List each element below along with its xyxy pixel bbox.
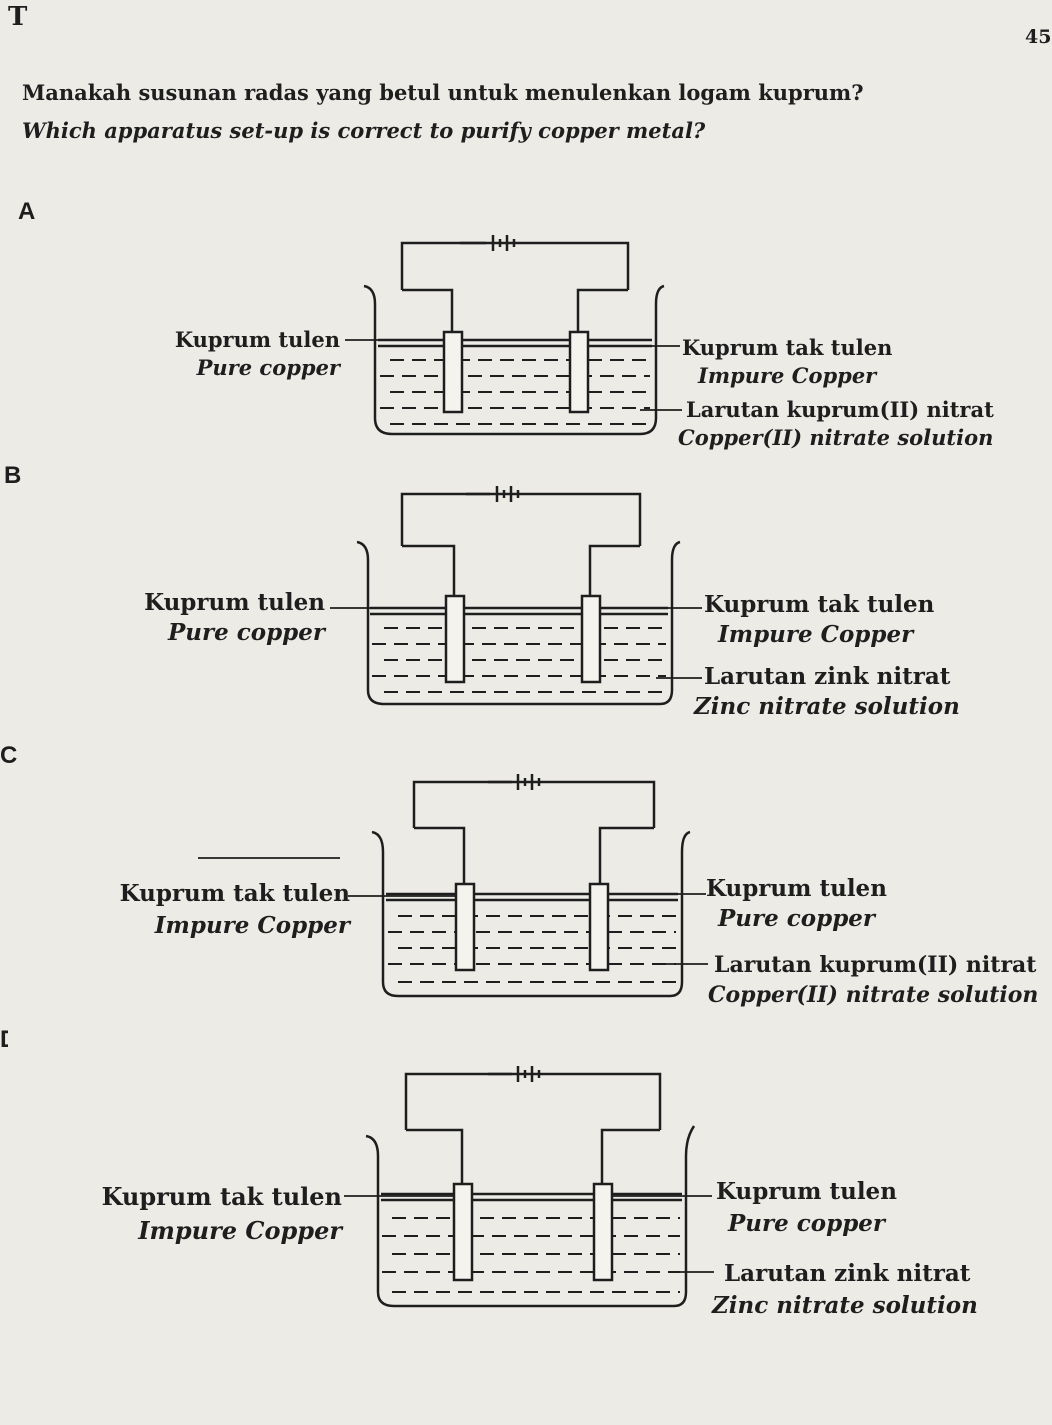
option-c-letter[interactable]: C [0,742,18,769]
page-number: 45 [1025,26,1052,48]
option-c-diagram [198,774,708,998]
beaker [371,830,691,998]
left-electrode [444,594,466,684]
option-a-diagram [345,235,682,436]
option-a-letter[interactable]: A [18,198,36,225]
left-electrode [442,330,464,414]
circuit-wire [404,1072,662,1130]
question-malay: Manakah susunan radas yang betul untuk m… [22,80,864,105]
left-electrode [454,882,476,972]
left-electrode [452,1182,474,1282]
option-b-diagram [330,486,702,706]
right-electrode [568,330,590,414]
circuit-wire [400,241,630,290]
circuit-wire [400,492,642,546]
option-d-letter[interactable]: D [0,1026,8,1054]
option-b-letter[interactable]: B [4,462,22,489]
right-electrode [588,882,610,972]
page-marker: T [8,2,28,32]
right-electrode [580,594,602,684]
question-english: Which apparatus set-up is correct to pur… [22,118,706,143]
beaker [365,1125,696,1308]
beaker [356,540,681,706]
option-d-diagram [344,1066,714,1308]
right-electrode [592,1182,614,1282]
circuit-wire [412,780,656,828]
beaker [363,284,665,436]
